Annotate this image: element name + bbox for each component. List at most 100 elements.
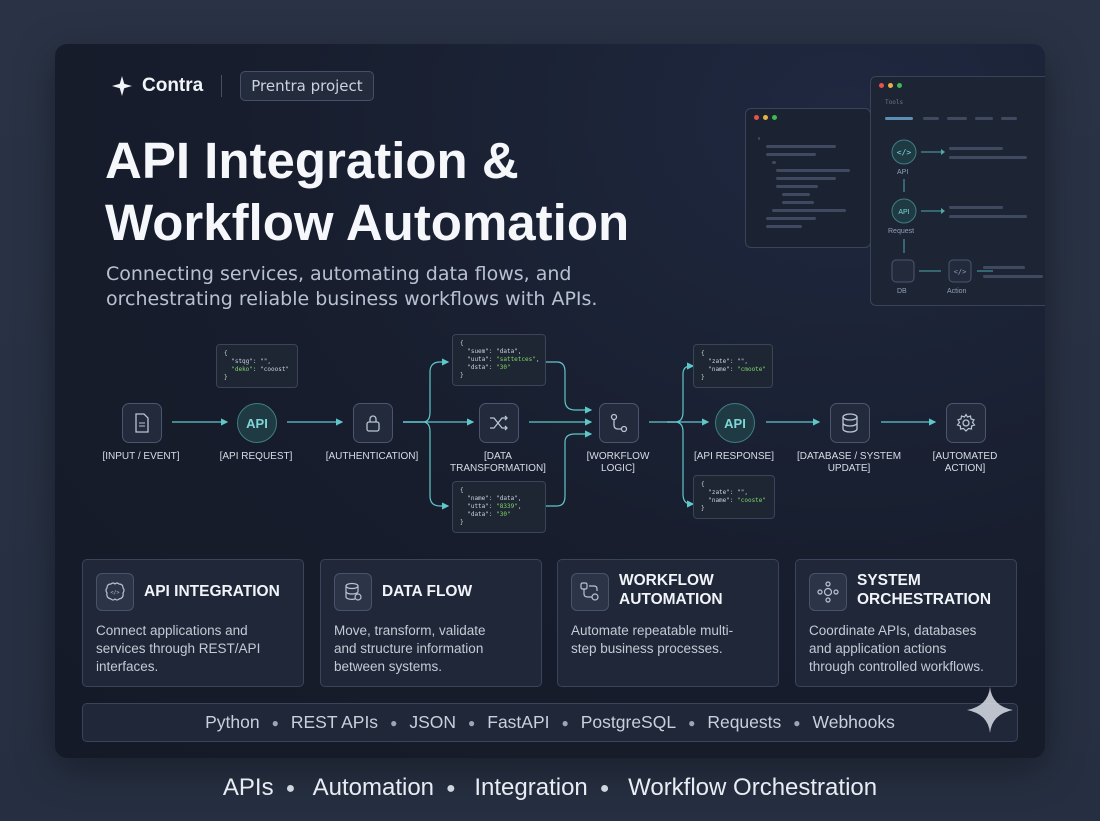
- svg-text:API: API: [898, 209, 909, 216]
- contra-logo-icon: [112, 76, 132, 96]
- feature-card-data-flow: DATA FLOW Move, transform, validate and …: [320, 559, 542, 687]
- feature-description: Coordinate APIs, databases and applicati…: [809, 622, 1021, 676]
- api-brain-icon: </>: [96, 573, 134, 611]
- feature-desc-line: and structure information: [334, 641, 484, 656]
- input-event-node: [122, 403, 162, 443]
- bullet-separator: ●: [468, 715, 476, 730]
- api-request-node: API: [237, 403, 277, 443]
- footer-item: Integration: [474, 774, 588, 801]
- feature-card-system-orchestration: SYSTEM ORCHESTRATION Coordinate APIs, da…: [795, 559, 1017, 687]
- feature-card-workflow-automation: WORKFLOW AUTOMATION Automate repeatable …: [557, 559, 779, 687]
- feature-title: SYSTEM ORCHESTRATION: [857, 571, 1012, 609]
- svg-text:</>: </>: [110, 590, 119, 596]
- feature-title-line: AUTOMATION: [619, 591, 723, 608]
- feature-description: Connect applications and services throug…: [96, 622, 308, 676]
- feature-desc-line: through controlled workflows.: [809, 659, 984, 674]
- feature-desc-line: between systems.: [334, 659, 443, 674]
- feature-title: API INTEGRATION: [144, 583, 280, 600]
- sparkle-icon: [967, 687, 1013, 733]
- feature-card-api-integration: </> API INTEGRATION Connect applications…: [82, 559, 304, 687]
- tech-item: Python: [205, 712, 260, 732]
- project-tag: Prentra project: [240, 71, 374, 101]
- footer-item: APIs: [222, 774, 274, 801]
- workflow-icon: [571, 573, 609, 611]
- mock-db-label: DB: [897, 288, 907, 295]
- feature-title: WORKFLOW AUTOMATION: [619, 571, 774, 609]
- bullet-separator: ●: [271, 715, 279, 730]
- feature-title-line: WORKFLOW: [619, 572, 714, 589]
- mock-action-label: Action: [947, 288, 967, 295]
- flow-connectors: [172, 358, 937, 510]
- bullet-separator: ●: [561, 715, 569, 730]
- database-icon: [334, 573, 372, 611]
- code-snippet-request: { "stqg": "", "deko": "cooost" }: [216, 344, 298, 388]
- orchestration-icon: [809, 573, 847, 611]
- tech-item: Webhooks: [812, 712, 895, 732]
- feature-description: Automate repeatable multi- step business…: [571, 622, 783, 658]
- node-label-data-transformation: [DATA TRANSFORMATION]: [450, 451, 546, 474]
- mock-workflow-window: Tools </> API </> API Request DB: [870, 76, 1045, 306]
- authentication-node: [353, 403, 393, 443]
- workflow-logic-node: [599, 403, 639, 443]
- subtitle-line-1: Connecting services, automating data flo…: [106, 263, 572, 285]
- mock-request-label: Request: [888, 228, 915, 235]
- code-snippet-response-top: { "zate": "", "name": "cmoote" }: [693, 344, 773, 388]
- subtitle: Connecting services, automating data flo…: [106, 262, 626, 312]
- code-snippet-response-bottom: { "zate": "", "name": "cooste" }: [693, 475, 775, 519]
- feature-desc-line: services through REST/API: [96, 641, 261, 656]
- feature-desc-line: interfaces.: [96, 659, 159, 674]
- subtitle-line-2: orchestrating reliable business workflow…: [106, 288, 598, 310]
- footer-item: Automation: [312, 774, 435, 801]
- bullet-separator: ●: [688, 715, 696, 730]
- tech-stack-bar: Python ● REST APIs ● JSON ● FastAPI ● Postgr…: [82, 703, 1018, 742]
- mock-code-window: [745, 108, 871, 248]
- tech-item: PostgreSQL: [580, 712, 677, 732]
- hero-card: Contra Prentra project API Integration &…: [55, 44, 1045, 758]
- feature-title-line: SYSTEM: [857, 572, 921, 589]
- shuffle-icon: [490, 415, 508, 431]
- document-icon: [135, 413, 149, 433]
- brand-header: Contra Prentra project: [112, 71, 374, 101]
- svg-text:</>: </>: [954, 268, 967, 276]
- feature-title-line: ORCHESTRATION: [857, 591, 992, 608]
- tech-item: FastAPI: [487, 712, 550, 732]
- title-line-1: API Integration &: [105, 132, 519, 189]
- node-label-api-request: [API REQUEST]: [219, 451, 293, 462]
- svg-text:</>: </>: [897, 148, 912, 157]
- mock-search: Tools: [885, 99, 904, 106]
- node-label-api-response: [API RESPONSE]: [693, 451, 775, 462]
- bullet-separator: ●: [446, 779, 456, 797]
- feature-desc-line: and application actions: [809, 641, 947, 656]
- node-label-automated-action: [AUTOMATED ACTION]: [932, 451, 998, 474]
- feature-desc-line: step business processes.: [571, 641, 723, 656]
- page-title: API Integration & Workflow Automation: [105, 130, 629, 254]
- automated-action-node: [946, 403, 986, 443]
- footer-item: Workflow Orchestration: [628, 774, 878, 801]
- feature-desc-line: Automate repeatable multi-: [571, 623, 734, 638]
- bullet-separator: ●: [285, 779, 296, 797]
- code-snippet-transform-bottom: { "name": "data", "utta": "8339", "data"…: [452, 481, 546, 533]
- node-label-authentication: [AUTHENTICATION]: [325, 451, 419, 462]
- node-label-database-update: [DATABASE / SYSTEM UPDATE]: [796, 451, 902, 474]
- data-transformation-node: [479, 403, 519, 443]
- feature-desc-line: Coordinate APIs, databases: [809, 623, 977, 638]
- workflow-icon: [610, 413, 628, 433]
- mock-api-label: API: [897, 169, 909, 176]
- code-snippet-transform-top: { "suem": "data", "uuta": "sattetces", "…: [452, 334, 546, 386]
- api-response-node: API: [715, 403, 755, 443]
- footer-tagline: APIs● Automation● Integration● Workflow …: [0, 774, 1100, 802]
- bullet-separator: ●: [390, 715, 398, 730]
- brand-name: Contra: [142, 75, 204, 96]
- database-node: [830, 403, 870, 443]
- node-label-workflow-logic: [WORKFLOW LOGIC]: [586, 451, 650, 474]
- node-label-input-event: [INPUT / EVENT]: [102, 451, 180, 462]
- feature-desc-line: Move, transform, validate: [334, 623, 486, 638]
- database-icon: [842, 413, 858, 433]
- tech-item: REST APIs: [290, 712, 379, 732]
- feature-desc-line: Connect applications and: [96, 623, 248, 638]
- brand-divider: [221, 75, 223, 97]
- title-line-2: Workflow Automation: [105, 194, 630, 251]
- feature-description: Move, transform, validate and structure …: [334, 622, 546, 676]
- tech-item: JSON: [409, 712, 456, 732]
- bullet-separator: ●: [793, 715, 801, 730]
